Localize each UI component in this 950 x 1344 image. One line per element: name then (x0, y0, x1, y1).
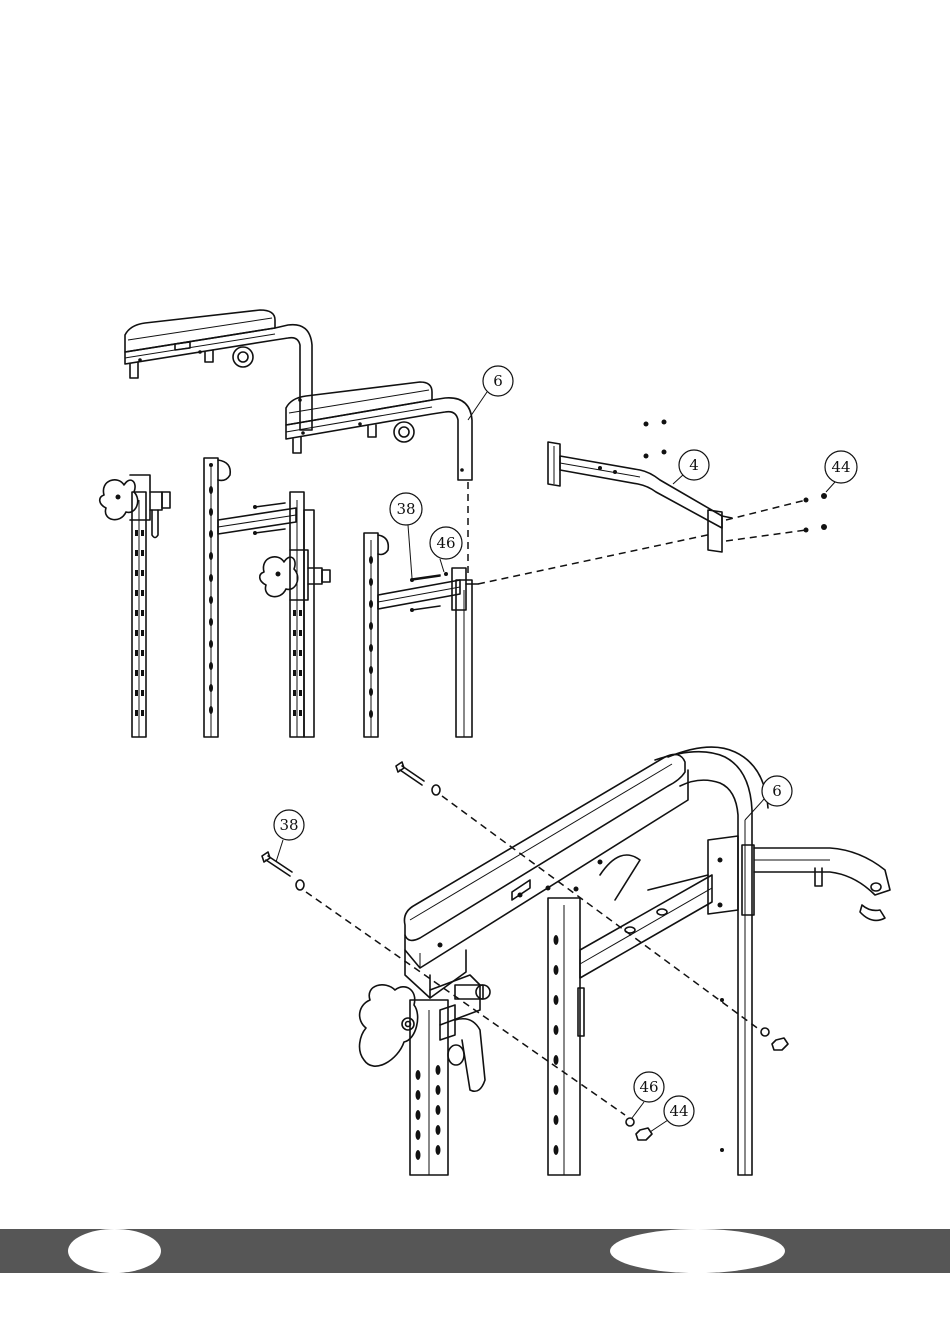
bottom-top-crossbar (404, 754, 688, 998)
top-front-frame-part-6 (286, 382, 472, 480)
callout-top-44: 44 (825, 451, 857, 492)
bottom-side-arm (754, 848, 890, 920)
top-crossbar-right (378, 576, 460, 612)
svg-text:38: 38 (396, 500, 415, 518)
bottom-washer-nut (626, 1118, 652, 1140)
callout-bottom-44: 44 (650, 1096, 694, 1132)
top-arm-part-4 (548, 420, 732, 553)
callout-top-4: 4 (673, 450, 709, 484)
top-dashed-line-lower (726, 530, 806, 541)
top-third-upright (260, 492, 330, 737)
svg-text:44: 44 (669, 1102, 688, 1120)
callout-bottom-38: 38 (274, 810, 304, 862)
svg-text:46: 46 (436, 534, 455, 552)
top-back-frame (125, 310, 312, 430)
callout-bottom-46: 46 (632, 1072, 664, 1118)
top-fifth-upright (452, 568, 478, 737)
bottom-middle-upright (548, 898, 580, 1175)
bottom-detail-view: 6 38 46 44 (262, 747, 890, 1175)
svg-text:4: 4 (689, 456, 699, 474)
top-crossbar-left (218, 503, 296, 535)
svg-text:46: 46 (639, 1078, 658, 1096)
footer-band (0, 1229, 950, 1273)
top-fourth-upright (364, 533, 388, 737)
top-dashed-line-upper (726, 500, 806, 520)
footer-label-pill-right (610, 1229, 785, 1273)
bottom-left-upright (410, 1000, 448, 1175)
top-second-upright (204, 458, 230, 737)
top-exploded-view: 6 4 44 38 46 (100, 310, 857, 737)
svg-text:6: 6 (493, 372, 503, 390)
svg-text:6: 6 (772, 782, 782, 800)
footer-page-number-pill-left (68, 1229, 161, 1273)
callout-top-38: 38 (390, 493, 422, 578)
callout-top-6: 6 (468, 366, 513, 420)
callout-top-46: 46 (430, 527, 462, 572)
svg-text:38: 38 (279, 816, 298, 834)
top-left-upright (100, 475, 170, 737)
top-dashed-line-long (478, 534, 712, 584)
svg-text:44: 44 (831, 458, 850, 476)
